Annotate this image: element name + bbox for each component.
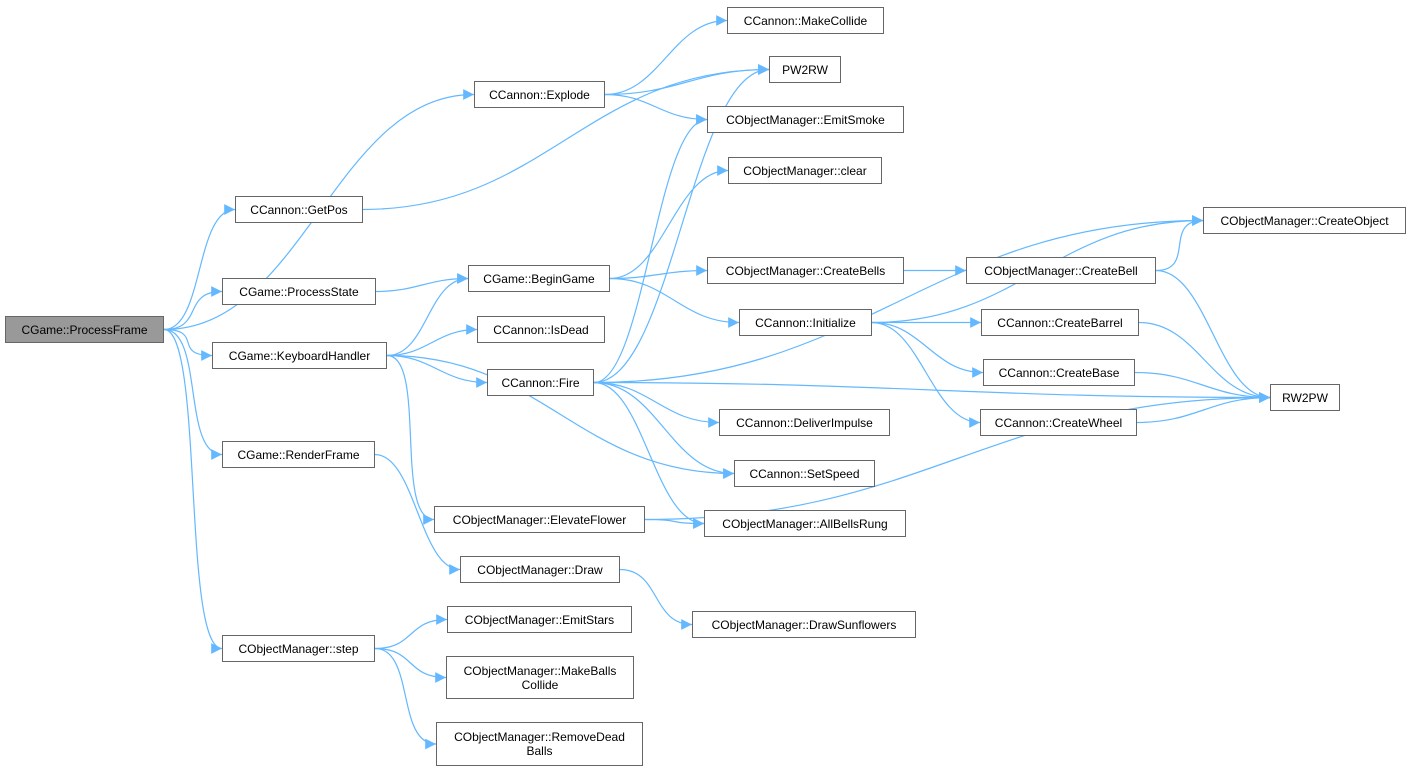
edge-draw-to-sunflowers <box>619 568 693 630</box>
node-bells[interactable]: CObjectManager::CreateBells <box>707 257 904 284</box>
node-base[interactable]: CCannon::CreateBase <box>983 359 1135 386</box>
node-step[interactable]: CObjectManager::step <box>222 635 375 662</box>
node-pstate[interactable]: CGame::ProcessState <box>222 278 376 305</box>
node-barrel[interactable]: CCannon::CreateBarrel <box>981 309 1139 336</box>
edge-kh-to-elevate <box>386 354 435 525</box>
edge-fire-to-cobj <box>593 215 1204 384</box>
edge-fire-to-pw2rw <box>593 64 770 384</box>
node-pf[interactable]: CGame::ProcessFrame <box>5 316 164 343</box>
node-mbc[interactable]: CObjectManager::MakeBalls Collide <box>446 656 634 699</box>
node-cobj[interactable]: CObjectManager::CreateObject <box>1203 207 1406 234</box>
node-draw[interactable]: CObjectManager::Draw <box>460 556 620 583</box>
edge-init-to-base <box>871 321 984 378</box>
edge-pf-to-pstate <box>163 286 223 331</box>
node-speed[interactable]: CCannon::SetSpeed <box>734 460 875 487</box>
edge-fire-to-speed <box>593 381 735 479</box>
edge-pf-to-step <box>163 328 223 654</box>
edge-kh-to-fire <box>386 354 488 388</box>
edge-fire-to-rung <box>593 381 705 529</box>
edge-fire-to-smoke <box>593 114 708 384</box>
edge-bell-to-cobj <box>1155 215 1204 272</box>
node-clear[interactable]: CObjectManager::clear <box>728 157 882 184</box>
edge-begin-to-clear <box>609 165 729 280</box>
edge-fire-to-rw2pw <box>593 381 1271 403</box>
node-isdead[interactable]: CCannon::IsDead <box>477 316 605 343</box>
node-kh[interactable]: CGame::KeyboardHandler <box>212 342 387 369</box>
edge-pf-to-render <box>163 328 223 460</box>
edge-kh-to-begin <box>386 273 469 357</box>
node-begin[interactable]: CGame::BeginGame <box>468 265 610 292</box>
node-stars[interactable]: CObjectManager::EmitStars <box>447 606 632 633</box>
node-render[interactable]: CGame::RenderFrame <box>222 441 375 468</box>
node-getpos[interactable]: CCannon::GetPos <box>235 196 363 223</box>
edge-wheel-to-rw2pw <box>1136 392 1271 424</box>
node-makecollide[interactable]: CCannon::MakeCollide <box>727 7 884 34</box>
edge-step-to-stars <box>374 614 448 650</box>
node-explode[interactable]: CCannon::Explode <box>474 81 605 108</box>
edge-barrel-to-rw2pw <box>1138 321 1271 403</box>
edge-step-to-rdb <box>374 647 437 750</box>
edge-begin-to-bells <box>609 265 708 280</box>
node-pw2rw[interactable]: PW2RW <box>769 56 841 83</box>
node-wheel[interactable]: CCannon::CreateWheel <box>980 409 1137 436</box>
node-init[interactable]: CCannon::Initialize <box>739 309 872 336</box>
node-sunflowers[interactable]: CObjectManager::DrawSunflowers <box>692 611 916 638</box>
edge-fire-to-impulse <box>593 381 720 428</box>
edge-pf-to-getpos <box>163 204 236 331</box>
edge-init-to-wheel <box>871 321 981 428</box>
node-bell[interactable]: CObjectManager::CreateBell <box>966 257 1156 284</box>
edge-base-to-rw2pw <box>1134 371 1271 403</box>
edge-explode-to-pw2rw <box>604 64 770 96</box>
edge-begin-to-init <box>609 277 740 328</box>
edge-explode-to-smoke <box>604 93 708 125</box>
edge-bell-to-rw2pw <box>1155 269 1271 403</box>
edge-render-to-draw <box>374 453 461 575</box>
edge-step-to-mbc <box>374 647 447 683</box>
node-impulse[interactable]: CCannon::DeliverImpulse <box>719 409 890 436</box>
node-rdb[interactable]: CObjectManager::RemoveDead Balls <box>436 722 643 766</box>
edge-getpos-to-pw2rw <box>362 64 770 211</box>
node-smoke[interactable]: CObjectManager::EmitSmoke <box>707 106 904 133</box>
node-fire[interactable]: CCannon::Fire <box>487 369 594 396</box>
edge-pstate-to-begin <box>375 273 469 293</box>
edge-explode-to-makecollide <box>604 15 728 96</box>
edge-kh-to-speed <box>386 354 735 479</box>
node-rw2pw[interactable]: RW2PW <box>1270 384 1340 411</box>
node-elevate[interactable]: CObjectManager::ElevateFlower <box>434 506 645 533</box>
edge-pf-to-kh <box>163 328 213 361</box>
node-rung[interactable]: CObjectManager::AllBellsRung <box>704 510 906 537</box>
edge-kh-to-isdead <box>386 324 478 357</box>
